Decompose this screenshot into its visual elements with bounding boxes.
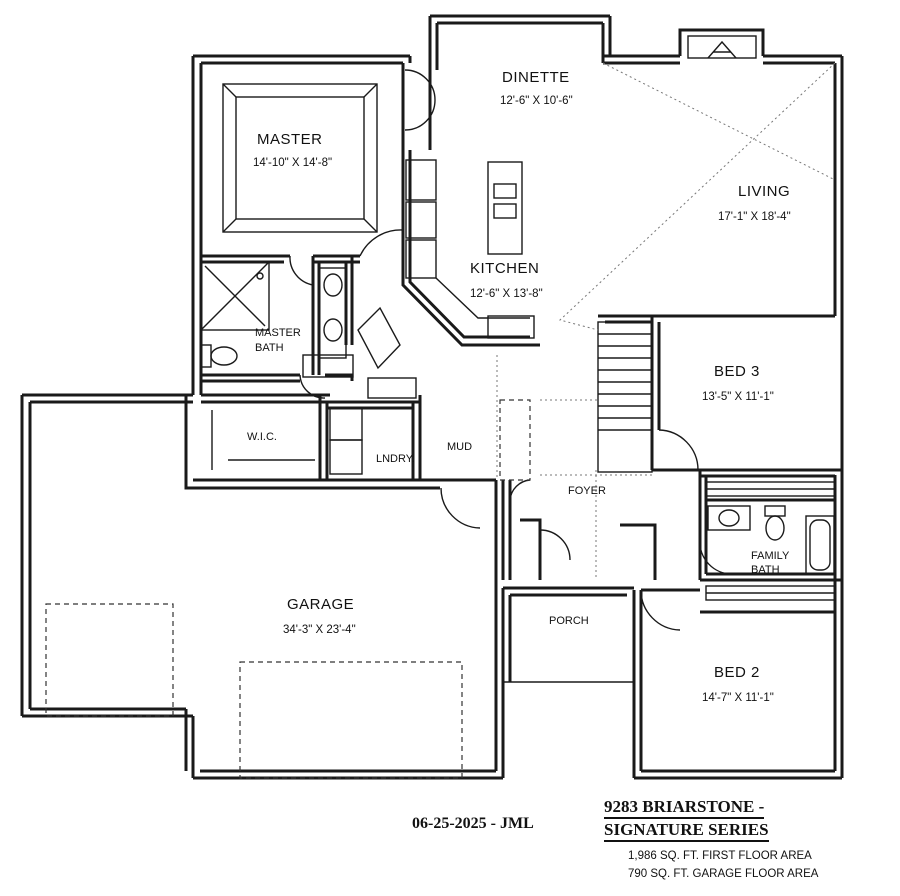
fireplace xyxy=(687,35,757,59)
master-label: MASTER xyxy=(257,131,323,148)
kitchen-dims: 12'-6" X 13'-8" xyxy=(470,288,543,300)
exterior-walls xyxy=(20,14,844,780)
kitchen-counters xyxy=(405,159,535,339)
kitchen-label: KITCHEN xyxy=(470,260,539,277)
bed2-dims: 14'-7" X 11'-1" xyxy=(702,692,774,704)
bed3-dims: 13'-5" X 11'-1" xyxy=(702,391,774,403)
master-dims: 14'-10" X 14'-8" xyxy=(253,157,332,169)
stairs xyxy=(597,321,653,473)
master-toilet xyxy=(200,344,238,368)
mud-label: MUD xyxy=(447,441,472,453)
wic-label: W.I.C. xyxy=(247,431,277,443)
garage-dims: 34'-3" X 23'-4" xyxy=(283,624,356,636)
garage-label: GARAGE xyxy=(287,596,354,613)
porch-label: PORCH xyxy=(549,615,589,627)
plan-name: 9283 BRIARSTONE - SIGNATURE SERIES xyxy=(604,796,900,842)
dinette-label: DINETTE xyxy=(502,69,570,86)
family-bath-label-2: BATH xyxy=(751,564,780,576)
ceiling-lines xyxy=(496,62,836,580)
dinette-doors xyxy=(404,69,436,131)
door-swings xyxy=(289,229,733,631)
living-label: LIVING xyxy=(738,183,790,200)
family-bath-fixtures xyxy=(707,505,835,575)
closet-shelves xyxy=(705,481,836,601)
master-vanity xyxy=(318,267,347,359)
foyer-label: FOYER xyxy=(568,485,606,497)
plan-name-line2: SIGNATURE SERIES xyxy=(604,819,769,842)
date-initials: 06-25-2025 - JML xyxy=(412,815,534,832)
first-floor-area: 1,986 SQ. FT. FIRST FLOOR AREA xyxy=(628,850,812,862)
master-shower xyxy=(200,261,270,331)
master-tray-ceiling xyxy=(222,83,378,233)
room-labels: DINETTE 12'-6" X 10'-6" MASTER 14'-10" X… xyxy=(247,69,791,704)
living-dims: 17'-1" X 18'-4" xyxy=(718,211,791,223)
master-bath-label-1: MASTER xyxy=(255,327,301,339)
garage-floor-area: 790 SQ. FT. GARAGE FLOOR AREA xyxy=(628,868,819,880)
master-bath-label-2: BATH xyxy=(255,342,284,354)
dinette-dims: 12'-6" X 10'-6" xyxy=(500,95,573,107)
laundry-label: LNDRY. xyxy=(376,453,415,465)
garage-doors xyxy=(45,399,531,779)
bed2-label: BED 2 xyxy=(714,664,760,681)
family-bath-label-1: FAMILY xyxy=(751,550,790,562)
laundry-fixtures xyxy=(211,306,417,475)
plan-name-line1: 9283 BRIARSTONE - xyxy=(604,796,765,819)
bed3-label: BED 3 xyxy=(714,363,760,380)
